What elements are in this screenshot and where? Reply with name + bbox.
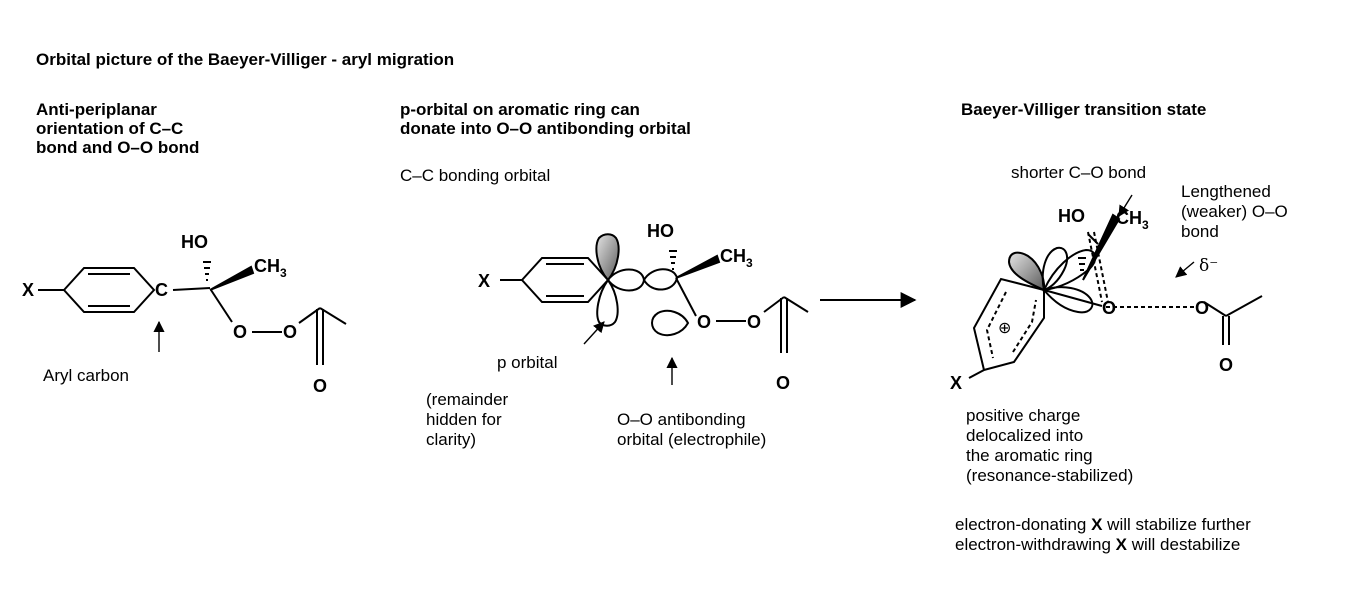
partial-bond [1093,231,1109,303]
x-substituent: X [1115,535,1127,554]
subscript-3: 3 [746,256,753,270]
delta-minus-label: δ⁻ [1199,256,1219,276]
p-orbital-arrow [583,321,605,345]
atom-x: X [950,373,962,393]
cc-bonding-label: C–C bonding orbital [400,166,551,185]
shorter-bond-label: shorter C–O bond [1011,163,1147,182]
atom-ch3: CH3 [254,256,287,280]
atom-o: O [283,322,297,342]
lengthened-bond-label: Lengthened (weaker) O–O bond [1181,182,1288,241]
middle-molecule [500,257,809,353]
atom-o: O [1102,298,1116,318]
ts-ring-delocalization [1012,299,1037,353]
ts-p-orbital-top-lobe [1007,251,1046,292]
diagram-title: Orbital picture of the Baeyer-Villiger -… [36,50,455,69]
atom-ho: HO [647,221,674,241]
left-molecule [38,267,347,365]
withdrawing-note: electron-withdrawing X will destabilize [955,535,1240,555]
plus-charge-icon: ⊕ [998,320,1011,337]
ts-bonding-orbital-lobe [1041,246,1069,292]
atom-o: O [1195,298,1209,318]
solid-wedge [209,265,255,291]
x-substituent: X [1091,515,1103,534]
subscript-3: 3 [280,266,287,280]
atom-c: C [155,280,168,300]
middle-heading-line: p-orbital on aromatic ring can [400,100,640,119]
bond [319,307,347,325]
left-heading-line: orientation of C–C [36,119,184,138]
shorter-bond-arrow [1118,194,1133,217]
benzene-ring [62,267,156,313]
atom-ch: CH [254,256,280,276]
antibonding-label: O–O antibonding orbital (electrophile) [617,410,767,449]
atom-o: O [747,312,761,332]
donating-note-text: will stabilize further [1102,515,1251,534]
atom-o: O [233,322,247,342]
atom-x: X [22,280,34,300]
atom-ch3: CH3 [720,246,753,270]
bond [210,289,233,323]
middle-heading-line: donate into O–O antibonding orbital [400,119,691,138]
ts-antibonding-orbital-lobe [1042,286,1094,314]
partial-bond [1087,231,1103,303]
hashed-wedge [669,250,677,270]
donating-note-text: electron-donating [955,515,1092,534]
atom-ho: HO [1058,206,1085,226]
oo-antibonding-orbital [651,309,690,337]
bond [968,369,985,379]
lengthened-bond-arrow [1175,261,1195,278]
solid-wedge [1082,213,1121,281]
bond [172,287,211,291]
atom-x: X [478,271,490,291]
remainder-label: (remainder hidden for clarity) [426,390,509,449]
p-orbital-label: p orbital [497,353,558,372]
atom-ho: HO [181,232,208,252]
atom-o: O [776,373,790,393]
aryl-carbon-label: Aryl carbon [43,366,129,385]
p-orbital-bottom-lobe [596,278,619,327]
withdrawing-note-text: will destabilize [1126,535,1241,554]
solid-wedge [675,254,721,279]
hashed-wedge [1078,257,1086,271]
atom-o: O [697,312,711,332]
withdrawing-note-text: electron-withdrawing [955,535,1116,554]
right-heading: Baeyer-Villiger transition state [961,100,1207,119]
atom-o: O [313,376,327,396]
ts-bonding-orbital-lobe [1042,248,1097,292]
left-heading-line: Anti-periplanar [36,100,157,119]
bond [675,277,697,317]
atom-ch: CH [720,246,746,266]
left-heading: Anti-periplanar orientation of C–C bond … [36,100,199,157]
p-orbital-top-lobe [595,233,620,282]
cc-bonding-orbital-lobe [642,268,679,291]
atom-o: O [1219,355,1233,375]
atom-ch3: CH3 [1116,208,1149,232]
atom-ch: CH [1116,208,1142,228]
ts-ring-delocalization [985,291,1007,359]
transition-state [968,233,1263,379]
donating-note: electron-donating X will stabilize furth… [955,515,1251,535]
bond [1225,295,1263,317]
bond [1203,301,1227,317]
hashed-wedge [203,261,211,281]
middle-heading: p-orbital on aromatic ring can donate in… [400,100,691,138]
left-heading-line: bond and O–O bond [36,138,200,157]
positive-charge-label: positive charge delocalized into the aro… [966,406,1134,485]
subscript-3: 3 [1142,218,1149,232]
